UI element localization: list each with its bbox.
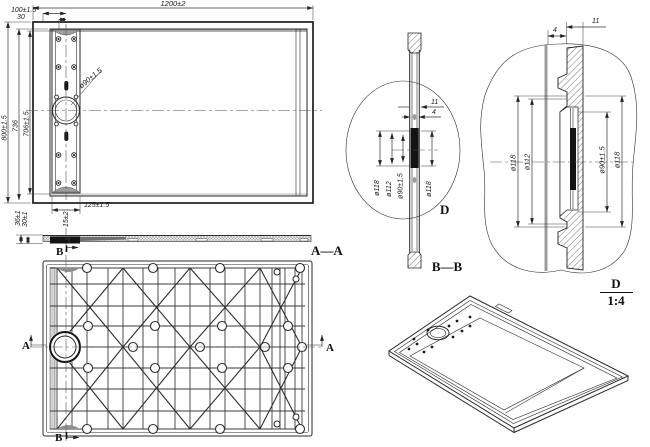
dim-offset-outer: 100±1.5: [11, 7, 36, 14]
top-plan-view: ø90±1.5 1200±2 100±1.5 30 800±1.5 736 70…: [2, 0, 322, 214]
section-marker-a-left: A: [22, 340, 30, 352]
side-view-label: A—A: [311, 243, 343, 258]
detail-d-view: 4 11 ø118 ø112 ø90±1.5 ø118 D 1:4: [480, 18, 638, 308]
section-marker-b-bottom: B: [55, 432, 63, 444]
iso-screw-holes: [407, 315, 472, 354]
d-dim-wall: 4: [553, 27, 557, 34]
dim-width-total: 1200±2: [161, 0, 187, 8]
drain-channel: [51, 28, 81, 194]
bb-dia-drain: ø90±1.5: [398, 173, 405, 199]
bb-dia-outer-right: ø118: [426, 181, 433, 197]
detail-d-scale: 1:4: [607, 293, 625, 308]
bb-dia-mid: ø112: [386, 181, 393, 197]
dim-height-total: 800±1.5: [2, 115, 9, 140]
dim-total-height: 36±1: [15, 210, 22, 226]
d-dia-mid: ø112: [523, 153, 532, 170]
dim-channel-width: 125±1.5: [84, 202, 109, 209]
side-section-view: 36±1 30±1 15±2 B A—A: [15, 210, 343, 258]
section-marker-a-right: A: [326, 342, 334, 354]
bb-dim-wall: 4: [432, 109, 436, 116]
rib-nodes: [81, 262, 308, 435]
section-bb-view: 11 4 ø118 ø112 ø90±1.5 ø118 D B—B: [345, 32, 463, 274]
bb-view-label: B—B: [432, 259, 463, 274]
d-dia-outer-right: ø118: [613, 151, 622, 168]
bb-dim-flange-width: 11: [431, 99, 438, 106]
dim-drain-diameter: ø90±1.5: [77, 65, 104, 90]
d-dia-drain: ø90±1.5: [598, 145, 607, 173]
diagonal-ribs: [56, 267, 303, 430]
isometric-view: [388, 295, 630, 434]
bottom-rib-view: A A B: [22, 255, 334, 444]
bb-detail-marker-d: D: [440, 202, 449, 217]
dim-offset-inner: 30: [17, 14, 25, 21]
dim-height-mid: 736: [13, 120, 20, 132]
d-dim-flange-width: 11: [592, 18, 599, 25]
iso-drain-hole: [426, 325, 450, 341]
bb-dia-outer-left: ø118: [374, 180, 381, 196]
detail-d-label: D: [611, 276, 620, 291]
dim-base-height: 15±2: [63, 211, 70, 227]
dim-height-inner: 706±1.5: [24, 111, 31, 136]
section-marker-b-top: B: [56, 246, 64, 258]
d-dia-outer-left: ø118: [509, 154, 518, 171]
dim-body-height: 30±1: [22, 211, 29, 227]
